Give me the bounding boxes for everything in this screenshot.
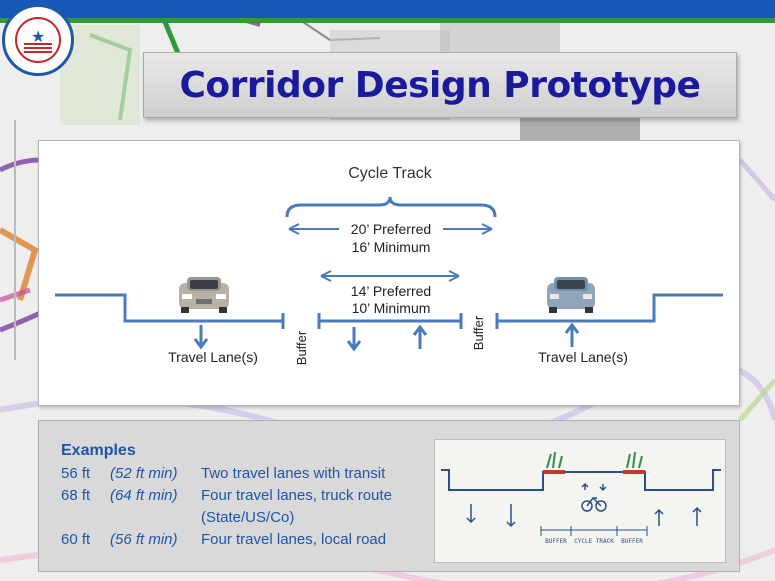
diagram-canvas: Cycle Track 20’ Preferred 16’ Minimum 14…	[55, 165, 723, 365]
sketch-label-buffer-right: BUFFER	[621, 538, 643, 545]
seal-inner-ring: ★	[15, 17, 61, 63]
title-box: Corridor Design Prototype	[143, 52, 737, 118]
inner-width-arrowhead-right	[448, 270, 460, 282]
travel-lane-label-right: Travel Lane(s)	[538, 349, 628, 365]
sketch-dimension-line	[540, 526, 648, 536]
sketch-arrows	[466, 504, 702, 528]
up-arrow-right-lane	[564, 322, 580, 347]
sketch-canvas: BUFFER CYCLE TRACK BUFFER	[441, 451, 721, 545]
hand-sketch-photo: BUFFER CYCLE TRACK BUFFER	[434, 439, 726, 563]
example-description: Two travel lanes with transit	[201, 465, 386, 482]
example-min-width: (64 ft min)	[110, 487, 178, 504]
example-width: 68 ft	[61, 487, 91, 504]
plant-icon	[626, 451, 643, 469]
example-width: 56 ft	[61, 465, 91, 482]
top-banner	[0, 0, 775, 18]
buffer-label-left: Buffer	[294, 330, 309, 365]
inner-width-minimum: 10’ Minimum	[352, 300, 431, 316]
buffer-label-right: Buffer	[471, 315, 486, 350]
street-profile-line	[55, 293, 723, 323]
car-icon-right	[547, 277, 595, 313]
cycle-track-label: Cycle Track	[348, 165, 433, 182]
examples-heading: Examples	[61, 442, 136, 459]
outer-width-minimum: 16’ Minimum	[352, 239, 431, 255]
sketch-street-line	[441, 469, 721, 491]
plant-icon	[546, 451, 563, 469]
down-arrow-left-lane	[193, 325, 209, 350]
sketch-planter-right	[623, 470, 645, 474]
up-arrow-cycle-track	[412, 324, 428, 349]
sketch-label-cycle-track: CYCLE TRACK	[574, 538, 614, 545]
example-description: (State/US/Co)	[201, 509, 295, 526]
star-icon: ★	[31, 29, 46, 46]
sketch-planter-left	[543, 470, 565, 474]
example-min-width: (56 ft min)	[110, 531, 178, 548]
example-description: Four travel lanes, local road	[201, 531, 387, 548]
example-width: 60 ft	[61, 531, 91, 548]
car-icon-left	[179, 277, 229, 313]
slide-title: Corridor Design Prototype	[179, 64, 701, 106]
travel-lane-label-left: Travel Lane(s)	[168, 349, 258, 365]
inner-width-preferred: 14’ Preferred	[351, 283, 431, 299]
outer-width-arrowhead-left	[288, 223, 300, 235]
top-banner-stripe	[0, 18, 775, 23]
outer-width-preferred: 20’ Preferred	[351, 221, 431, 237]
outer-width-arrowhead-right	[481, 223, 493, 235]
inner-width-arrowhead-left	[320, 270, 332, 282]
seal-icon: ★	[2, 4, 74, 76]
sketch-label-buffer-left: BUFFER	[545, 538, 567, 545]
cycle-track-brace	[285, 196, 497, 218]
bicycle-icon	[581, 482, 607, 512]
down-arrow-cycle-track	[346, 327, 362, 352]
flag-stripes-icon	[24, 43, 52, 55]
examples-panel: Examples 56 ft (52 ft min) Two travel la…	[38, 420, 740, 572]
cross-section-diagram: Cycle Track 20’ Preferred 16’ Minimum 14…	[38, 140, 740, 406]
example-min-width: (52 ft min)	[110, 465, 178, 482]
example-description: Four travel lanes, truck route	[201, 487, 392, 504]
